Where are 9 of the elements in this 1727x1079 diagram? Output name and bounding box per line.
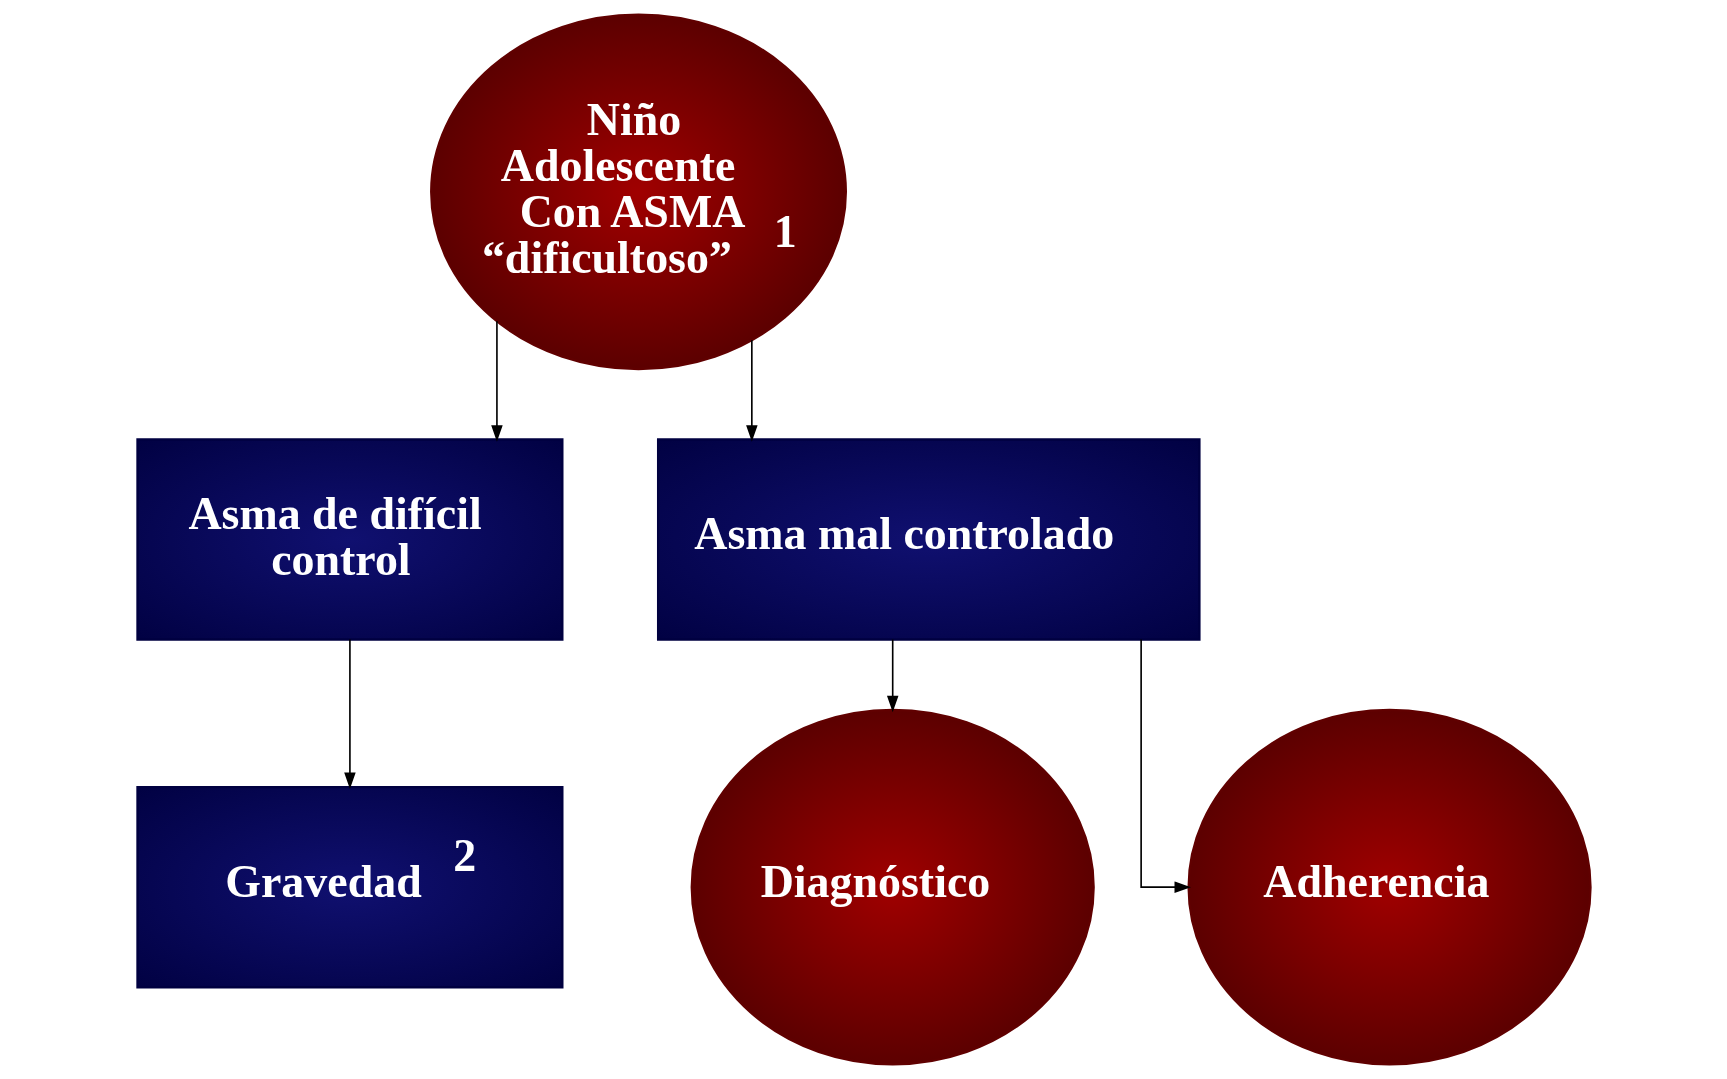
arrow xyxy=(745,339,758,442)
arrow xyxy=(343,638,356,790)
node-box: Asma de difícil control xyxy=(135,438,563,641)
node-box: Asma mal controlado xyxy=(656,438,1201,641)
arrow xyxy=(886,638,898,713)
arrow xyxy=(1139,638,1191,893)
node-ellipse: Adherencia xyxy=(1186,708,1592,1066)
node-ellipse: Diagnóstico xyxy=(690,708,1095,1066)
arrow xyxy=(490,320,503,442)
